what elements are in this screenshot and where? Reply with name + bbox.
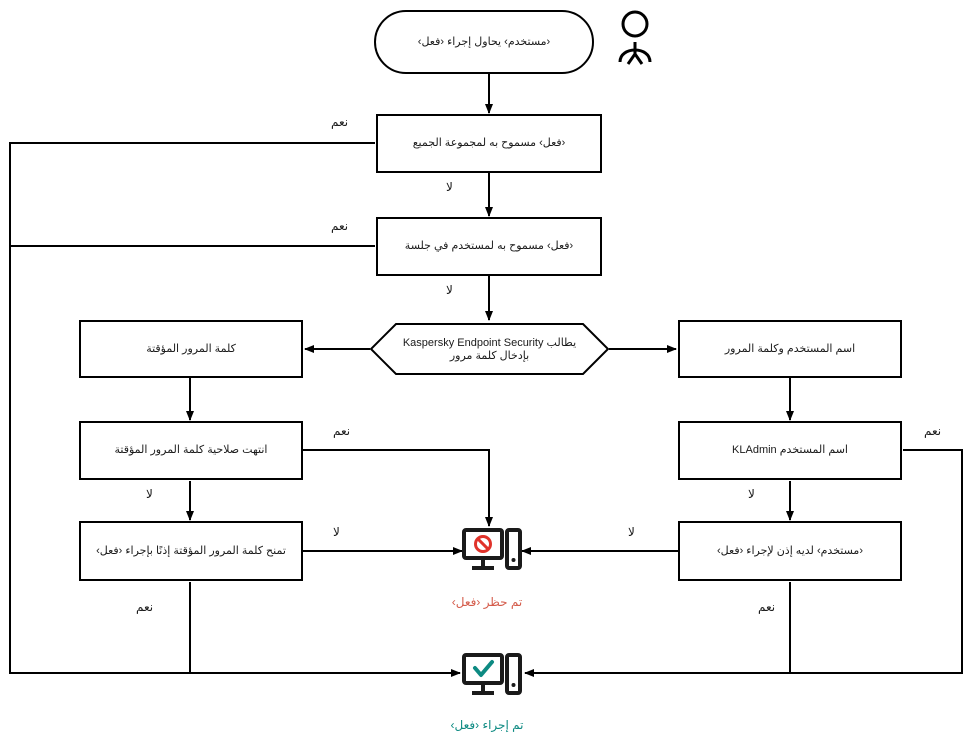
edge-label-grants-no: لا (333, 525, 340, 539)
node-user-has-permission-label: ‹مستخدم› لديه إذن لإجراء ‹فعل› (717, 544, 863, 557)
node-user-and-password-label: اسم المستخدم وكلمة المرور (724, 342, 856, 355)
node-temp-password-grants: تمنح كلمة المرور المؤقتة إذنًا بإجراء ‹ف… (79, 521, 303, 581)
edge-label-expired-no: لا (146, 487, 153, 501)
monitor-check-icon (462, 652, 522, 700)
node-start: ‹مستخدم› يحاول إجراء ‹فعل› (374, 10, 594, 74)
edge-label-permission-yes: نعم (758, 600, 776, 614)
node-session-allowed: ‹فعل› مسموح به لمستخدم في جلسة (376, 217, 602, 276)
person-icon (608, 10, 662, 68)
node-temp-password-expired-label: انتهت صلاحية كلمة المرور المؤقتة (114, 444, 268, 457)
edge-label-session-no: لا (446, 283, 453, 297)
node-start-label: ‹مستخدم› يحاول إجراء ‹فعل› (417, 35, 551, 48)
edge-label-kladmin-no: لا (748, 487, 755, 501)
edge-expired-yes (302, 449, 493, 527)
node-session-allowed-label: ‹فعل› مسموح به لمستخدم في جلسة (404, 240, 574, 253)
monitor-blocked-icon (462, 527, 522, 575)
node-username-kladmin-label: اسم المستخدم KLAdmin (732, 444, 848, 457)
node-kes-prompt-label: يطالب Kaspersky Endpoint Security بإدخال… (402, 337, 577, 362)
edge-label-grants-yes: نعم (136, 600, 154, 614)
edge-label-everyone-no: لا (446, 180, 453, 194)
edge-label-permission-no: لا (628, 525, 635, 539)
edge-label-kladmin-yes: نعم (924, 424, 942, 438)
edge-label-everyone-yes: نعم (331, 115, 349, 129)
node-temp-password-expired: انتهت صلاحية كلمة المرور المؤقتة (79, 421, 303, 480)
allowed-outcome-caption: تم إجراء ‹فعل› (450, 718, 524, 732)
node-user-and-password: اسم المستخدم وكلمة المرور (678, 320, 902, 378)
node-temp-password-grants-label: تمنح كلمة المرور المؤقتة إذنًا بإجراء ‹ف… (96, 544, 286, 557)
node-temp-password: كلمة المرور المؤقتة (79, 320, 303, 378)
edge-label-session-yes: نعم (331, 219, 349, 233)
node-user-has-permission: ‹مستخدم› لديه إذن لإجراء ‹فعل› (678, 521, 902, 581)
blocked-outcome-caption: تم حظر ‹فعل› (451, 595, 523, 609)
edge-label-expired-yes: نعم (333, 424, 351, 438)
node-everyone-allowed-label: ‹فعل› مسموح به لمجموعة الجميع (412, 137, 566, 150)
node-everyone-allowed: ‹فعل› مسموح به لمجموعة الجميع (376, 114, 602, 173)
node-username-kladmin: اسم المستخدم KLAdmin (678, 421, 902, 480)
node-temp-password-label: كلمة المرور المؤقتة (146, 342, 236, 355)
node-kes-prompt: يطالب Kaspersky Endpoint Security بإدخال… (369, 322, 610, 376)
